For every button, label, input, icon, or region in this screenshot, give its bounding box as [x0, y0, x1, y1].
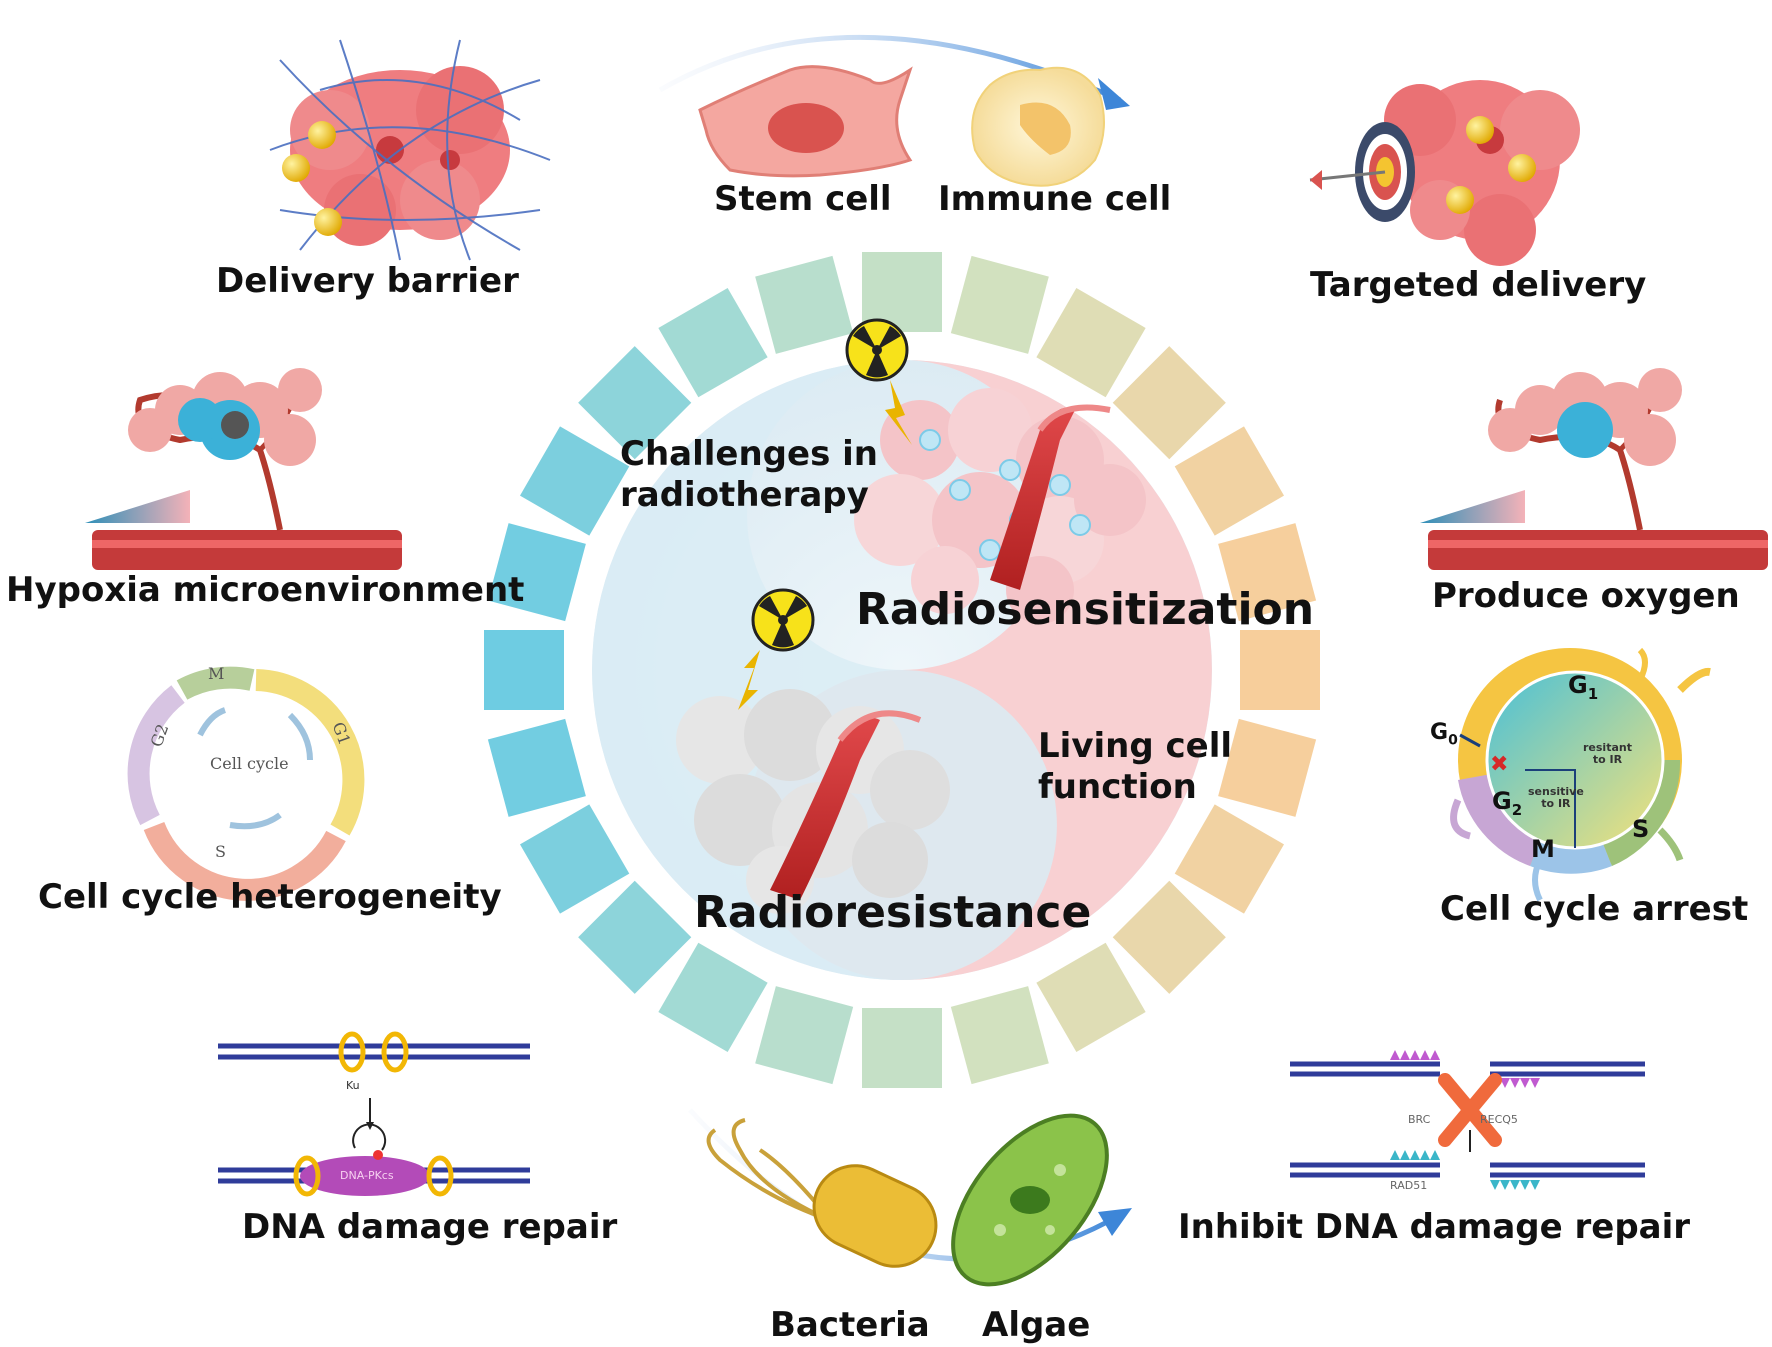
ring-square — [950, 986, 1049, 1085]
ring-square — [1112, 880, 1226, 994]
cell-cycle-center-label: Cell cycle — [210, 754, 289, 773]
hypoxia-label: Hypoxia microenvironment — [6, 570, 525, 610]
ring-square — [1036, 942, 1146, 1052]
ring-square — [1112, 346, 1226, 460]
recq5-label: RECQ5 — [1480, 1113, 1518, 1126]
ring-square — [658, 942, 768, 1052]
ring-square — [658, 288, 768, 398]
cell-cycle-arrows — [197, 707, 313, 830]
ring-square — [1174, 426, 1284, 536]
sensitized-vessel — [990, 407, 1075, 590]
inhibit-dna-repair-illustration — [1290, 1050, 1645, 1190]
cell-cycle-arrest-illustration: ✖ — [1450, 647, 1711, 902]
ring-square — [1174, 804, 1284, 914]
ring-square — [862, 1008, 942, 1088]
dna-repair-illustration — [218, 1031, 530, 1197]
ring-square — [1218, 718, 1317, 817]
inhibit-dna-repair-label: Inhibit DNA damage repair — [1178, 1207, 1691, 1247]
hypoxia-illustration — [85, 368, 402, 570]
targeted-delivery-illustration — [1309, 80, 1580, 266]
algae-label: Algae — [982, 1305, 1091, 1345]
cell-cycle-s-label: S — [215, 842, 226, 861]
square-ring — [484, 252, 1320, 1088]
targeted-delivery-label: Targeted delivery — [1310, 265, 1647, 305]
delivery-barrier-illustration — [269, 39, 551, 261]
cell-cycle-arrest-label: Cell cycle arrest — [1440, 889, 1749, 929]
ring-square — [1036, 288, 1146, 398]
ring-square — [862, 252, 942, 332]
ring-square — [1240, 630, 1320, 710]
cell-cycle-ring — [127, 666, 365, 901]
arrest-g2-label: G2 — [1492, 787, 1523, 819]
svg-text:✖: ✖ — [1490, 752, 1508, 777]
immune-cell-label: Immune cell — [938, 179, 1172, 219]
arrest-s-label: S — [1632, 815, 1650, 843]
rad51-label: RAD51 — [1390, 1179, 1428, 1192]
radiosensitization-label: Radiosensitization — [856, 584, 1315, 635]
bottom-arrowhead — [1098, 1208, 1132, 1236]
lightning-bottom — [738, 650, 760, 710]
ring-square — [520, 804, 630, 914]
sensitized-tumor-cluster — [854, 388, 1146, 624]
living-cell-label-line2: function — [1038, 767, 1197, 807]
living-cell-label-line1: Living cell — [1038, 726, 1233, 766]
produce-oxygen-label: Produce oxygen — [1432, 576, 1740, 616]
bacteria-illustration — [706, 1118, 938, 1268]
challenges-label-line1: Challenges in — [620, 434, 879, 474]
stem-cell-label: Stem cell — [714, 179, 892, 219]
dna-damage-repair-label: DNA damage repair — [242, 1207, 618, 1247]
arrest-g1-label: G1 — [1568, 671, 1599, 703]
bacteria-label: Bacteria — [770, 1305, 930, 1345]
brca-label: BRC — [1408, 1113, 1431, 1126]
radiation-symbol-top — [845, 318, 909, 382]
resistant-vessel — [770, 717, 880, 900]
dnapkcs-label: DNA-PKcs — [340, 1169, 394, 1182]
ku-label: Ku — [346, 1079, 360, 1092]
algae-illustration — [951, 1113, 1109, 1287]
ring-square — [520, 426, 630, 536]
ring-square — [487, 718, 586, 817]
arrest-g0-label: G0 — [1430, 720, 1458, 749]
cell-cycle-m-label: M — [208, 664, 225, 683]
ring-square — [1218, 523, 1317, 622]
ring-square — [755, 255, 854, 354]
produce-oxygen-illustration — [1420, 368, 1768, 570]
challenges-label-line2: radiotherapy — [620, 475, 869, 515]
delivery-barrier-label: Delivery barrier — [216, 261, 519, 301]
ring-square — [487, 523, 586, 622]
ring-square — [755, 986, 854, 1085]
resistant-tumor-cluster — [676, 689, 950, 914]
radiation-symbol-bottom — [751, 588, 815, 652]
arrest-m-label: M — [1531, 835, 1555, 863]
lightning-top — [885, 380, 912, 445]
radioresistance-label: Radioresistance — [694, 887, 1092, 938]
immune-cell — [971, 66, 1105, 187]
ring-square — [578, 880, 692, 994]
ring-square — [484, 630, 564, 710]
cell-cycle-heterogeneity-label: Cell cycle heterogeneity — [38, 877, 502, 917]
top-arrowhead — [1098, 78, 1130, 110]
stem-cell — [698, 65, 913, 178]
ring-square — [950, 255, 1049, 354]
